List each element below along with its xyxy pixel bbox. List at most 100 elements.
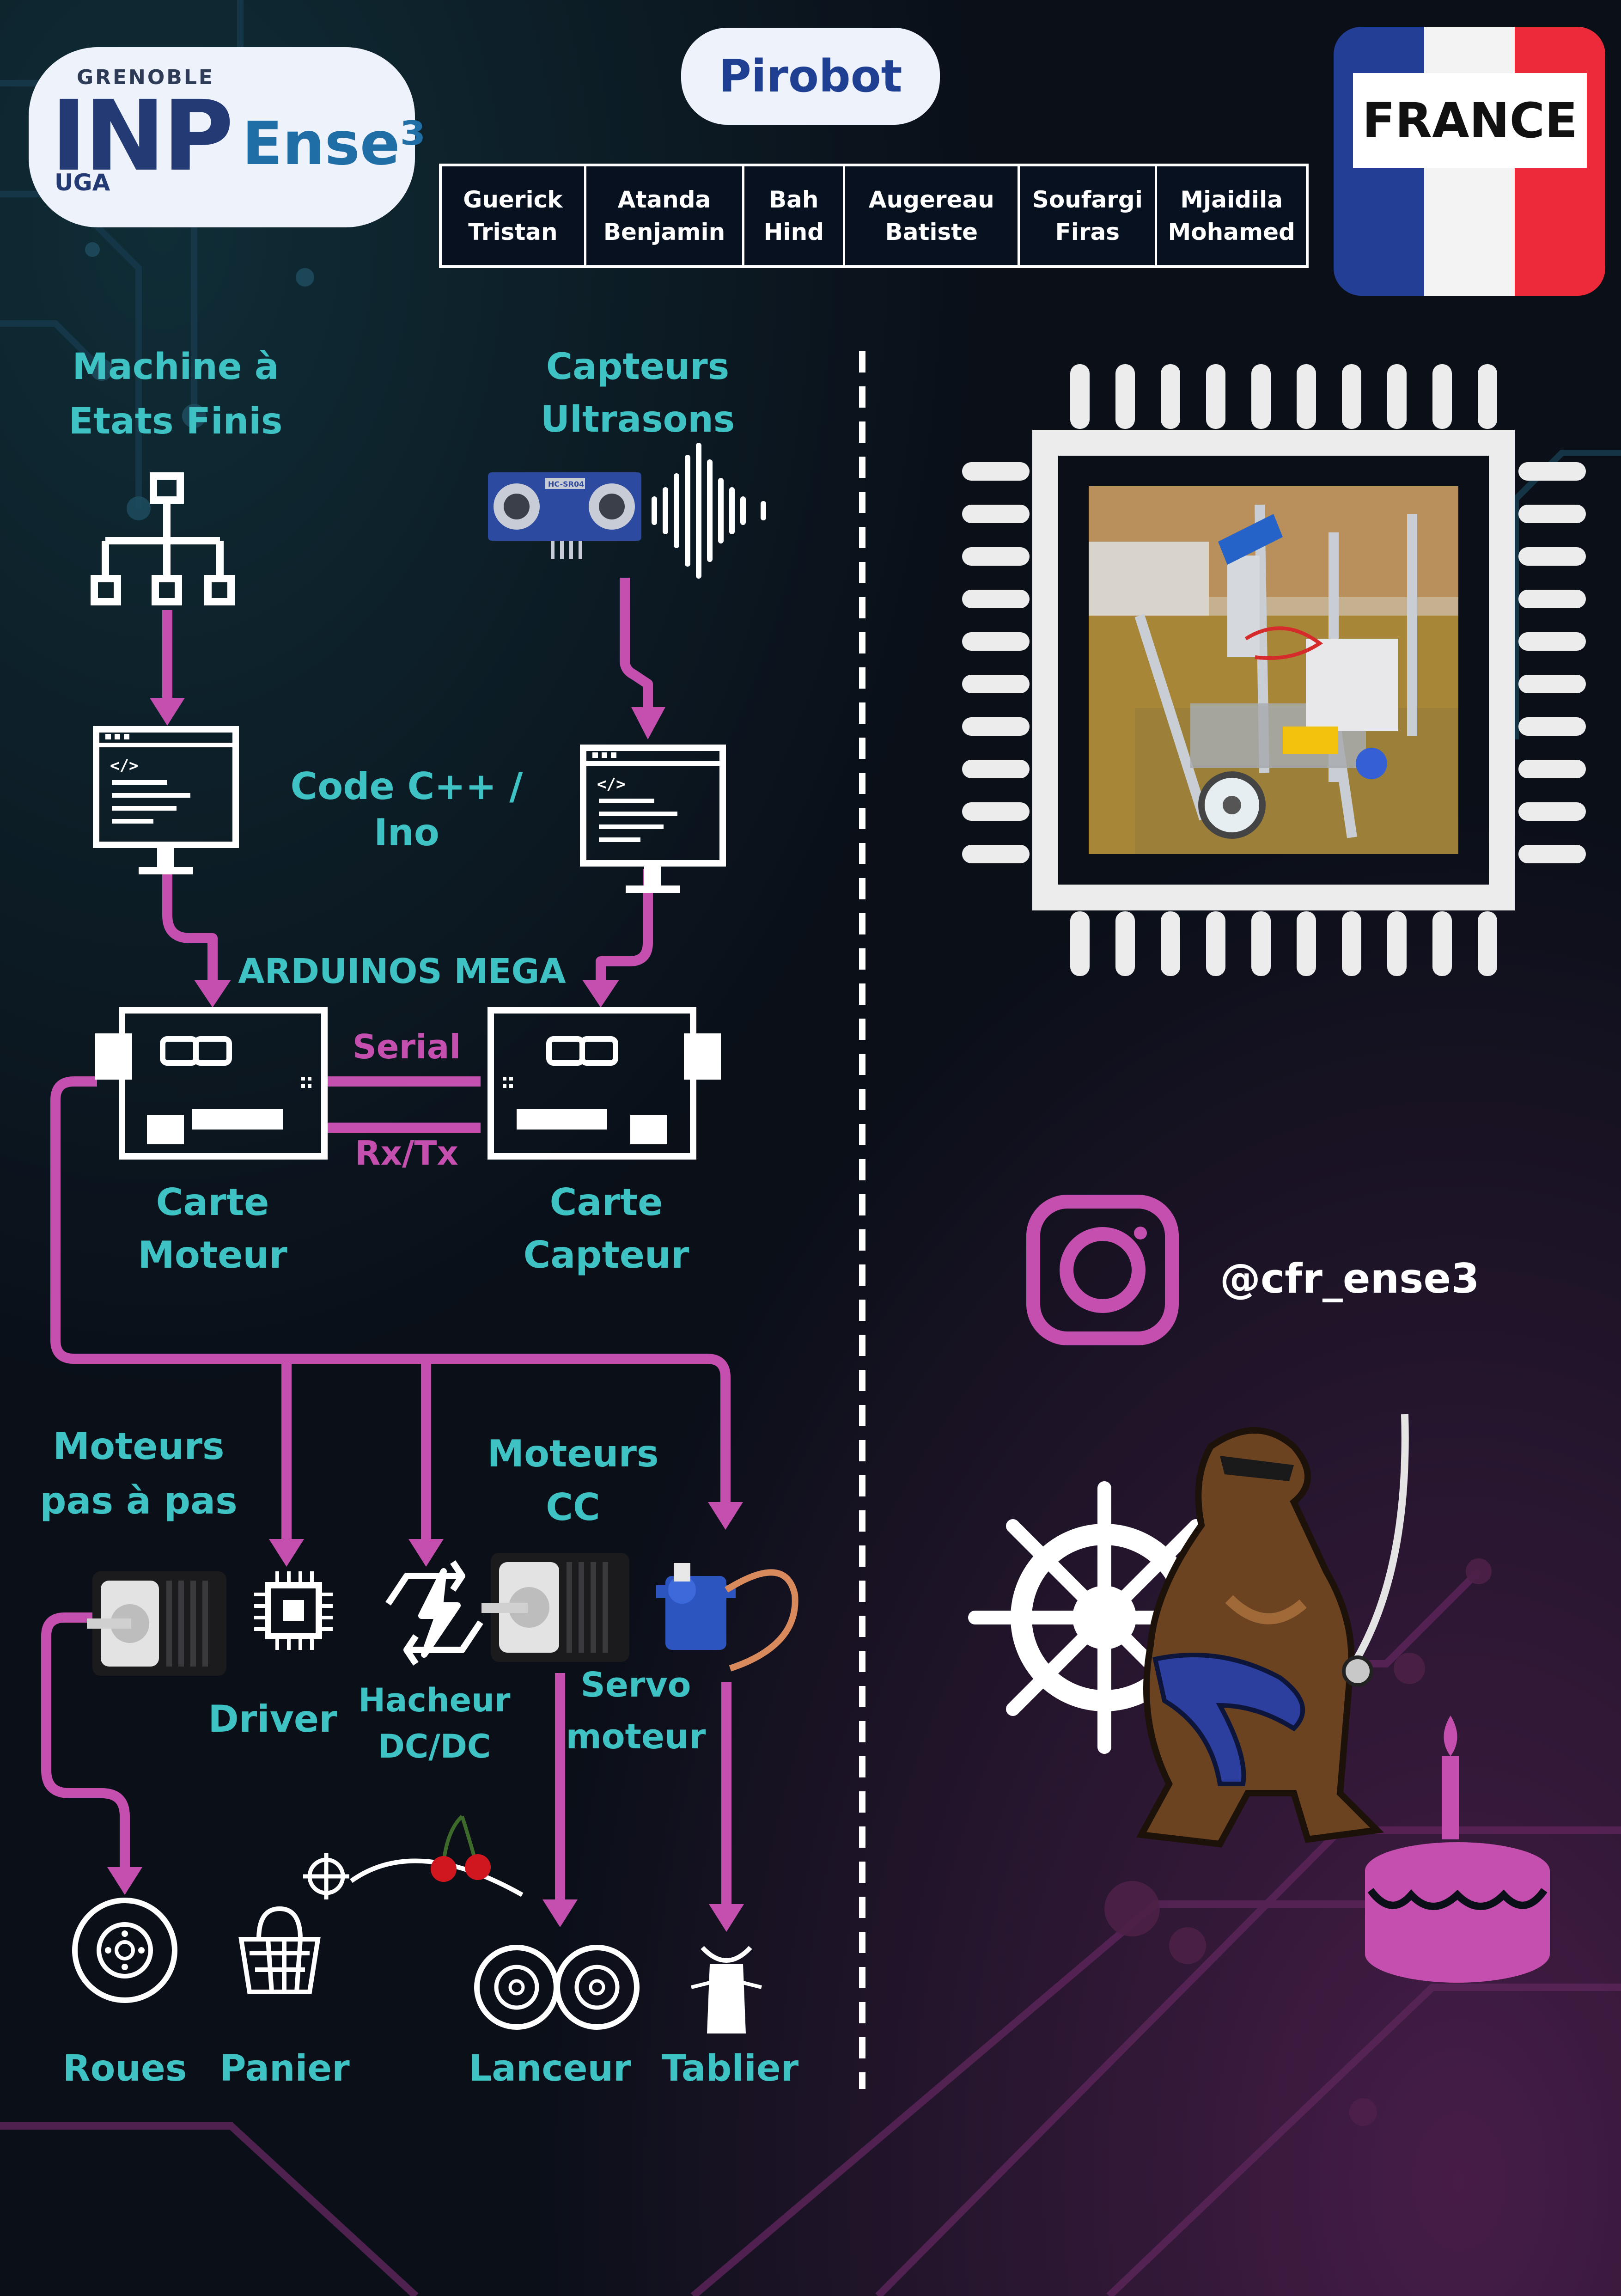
sound-wave-icon	[652, 443, 766, 579]
logo-sub-text: UGA	[55, 169, 110, 196]
dcdc-converter-icon	[385, 1560, 483, 1666]
chip-pin-left	[962, 547, 1030, 566]
chopper-label-line2: DC/DC	[378, 1728, 491, 1765]
sensor-chip-text: HC-SR04	[548, 480, 584, 489]
ultrasonic-sensor-icon: HC-SR04	[488, 472, 641, 559]
chip-pin-top	[1251, 364, 1271, 429]
chip-pin-bottom	[1251, 911, 1271, 976]
arduino-label: ARDUINOS MEGA	[238, 952, 566, 991]
instagram-icon	[1026, 1195, 1179, 1345]
motor-card-label-line1: Carte	[156, 1181, 269, 1224]
chip-pin-right	[1518, 845, 1586, 863]
basket-label: Panier	[219, 2048, 350, 2089]
monitor-icon-right: </>	[580, 745, 726, 893]
stepper-label-line1: Moteurs	[53, 1425, 225, 1468]
chip-pin-bottom	[1206, 911, 1225, 976]
chip-pin-top	[1206, 364, 1225, 429]
chip-pin-right	[1518, 590, 1586, 608]
member-6: Mjaidila Mohamed	[1168, 186, 1295, 245]
microchip-frame	[962, 364, 1586, 976]
chip-pin-right	[1518, 462, 1586, 481]
sensor-card-label-line2: Capteur	[523, 1233, 689, 1276]
chip-pin-right	[1518, 675, 1586, 693]
chopper-label-line1: Hacheur	[358, 1681, 511, 1719]
chip-pin-bottom	[1161, 911, 1180, 976]
member-4: Augereau Batiste	[845, 166, 1020, 265]
chip-pin-left	[962, 632, 1030, 651]
chip-pin-bottom	[1478, 911, 1497, 976]
basket-icon	[238, 1906, 321, 1994]
chip-pin-bottom	[1432, 911, 1452, 976]
servo-motor-icon	[656, 1563, 798, 1672]
driver-label: Driver	[208, 1698, 337, 1740]
chip-pin-top	[1478, 364, 1497, 429]
chip-pin-top	[1387, 364, 1407, 429]
robot-photo	[1089, 486, 1458, 854]
team-members-table: Guerick Tristan Atanda Benjamin Bah Hind…	[439, 164, 1309, 268]
servo-label-line1: Servo	[580, 1665, 691, 1705]
chip-pin-left	[962, 505, 1030, 523]
fsm-tree-icon	[91, 472, 235, 605]
instagram-handle[interactable]: @cfr_ense3	[1220, 1255, 1480, 1302]
chip-pin-bottom	[1115, 911, 1135, 976]
pirate-bear-icon	[1136, 1414, 1409, 1848]
code-tag-left: </>	[110, 757, 138, 775]
member-5: Soufargi Firas	[1020, 166, 1158, 265]
member-3: Bah Hind	[744, 166, 846, 265]
sensors-label-line1: Capteurs	[546, 346, 730, 388]
rxtx-label: Rx/Tx	[355, 1134, 458, 1172]
chip-pin-top	[1432, 364, 1452, 429]
code-tag-right: </>	[597, 775, 625, 794]
sensor-card-label-line1: Carte	[549, 1181, 663, 1224]
chip-pin-top	[1297, 364, 1316, 429]
logo-top-text: GRENOBLE	[77, 66, 214, 89]
chip-pin-right	[1518, 760, 1586, 778]
fsm-label-line1: Machine à	[72, 346, 279, 388]
sensors-label-line2: Ultrasons	[540, 399, 735, 440]
chip-pin-bottom	[1387, 911, 1407, 976]
member-2: Atanda Benjamin	[586, 166, 745, 265]
launcher-label: Lanceur	[469, 2048, 631, 2089]
wheel-icon	[72, 1898, 177, 2003]
chip-pin-left	[962, 462, 1030, 481]
code-label: Code C++ / Ino	[290, 765, 523, 854]
dc-motor-icon	[481, 1553, 629, 1662]
wheels-label: Roues	[62, 2048, 187, 2089]
chip-pin-top	[1161, 364, 1180, 429]
chip-pin-left	[962, 760, 1030, 778]
target-icon	[303, 1853, 524, 1899]
chip-pin-right	[1518, 717, 1586, 736]
ship-wheel-icon	[968, 1481, 1241, 1754]
fsm-label-line2: Etats Finis	[68, 401, 283, 442]
dc-motor-label-line1: Moteurs	[487, 1432, 659, 1475]
dc-motor-label-line2: CC	[546, 1486, 600, 1529]
cherries-icon	[431, 1815, 491, 1882]
france-flag: FRANCE	[1334, 27, 1605, 296]
stepper-motor-icon	[87, 1571, 226, 1676]
launcher-wheel-right-icon	[555, 1945, 640, 2030]
school-logo: GRENOBLE INP Ense³ UGA	[29, 47, 426, 227]
monitor-icon-left: </>	[93, 726, 239, 874]
arduino-board-motor	[95, 1007, 328, 1160]
arduino-board-sensor	[488, 1007, 721, 1160]
chip-pin-right	[1518, 547, 1586, 566]
chip-pin-left	[962, 845, 1030, 863]
servo-label-line2: moteur	[566, 1717, 706, 1757]
chip-pin-bottom	[1297, 911, 1316, 976]
chip-pin-top	[1342, 364, 1361, 429]
country-label: FRANCE	[1353, 73, 1587, 168]
chip-pin-left	[962, 717, 1030, 736]
chip-pin-left	[962, 590, 1030, 608]
chip-pin-bottom	[1070, 911, 1090, 976]
apron-icon	[691, 1946, 762, 2033]
connection-lines	[41, 578, 731, 1909]
project-title: Pirobot	[681, 28, 940, 125]
driver-chip-icon	[254, 1571, 333, 1650]
chip-pin-right	[1518, 802, 1586, 821]
chip-pin-top	[1070, 364, 1090, 429]
robot-photo-drawing	[1089, 486, 1458, 854]
chip-pin-right	[1518, 632, 1586, 651]
